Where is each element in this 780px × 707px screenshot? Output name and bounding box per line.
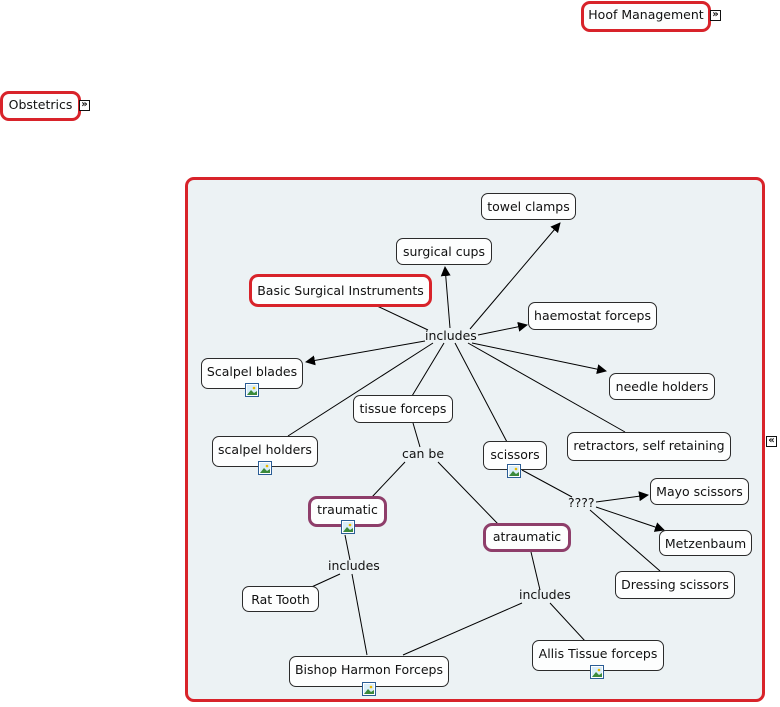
link-tissue-canbe [412, 422, 421, 448]
node-label: scalpel holders [218, 442, 312, 457]
linkword-includes-atraumatic: includes [519, 587, 571, 602]
node-label: Obstetrics [8, 97, 73, 112]
node-label: atraumatic [492, 529, 562, 544]
link-includes-bishop-right [402, 602, 523, 656]
link-includes-haemostat [477, 321, 528, 336]
node-label: haemostat forceps [534, 308, 651, 323]
node-atraumatic[interactable]: atraumatic [483, 523, 571, 552]
link-includes-cups [440, 266, 451, 329]
linkword-question: ???? [568, 495, 595, 510]
linkword-includes-main: includes [425, 328, 477, 343]
node-label: Rat Tooth [251, 592, 310, 607]
node-label: towel clamps [487, 199, 570, 214]
node-label: Allis Tissue forceps [538, 646, 658, 661]
link-includes-tissue [411, 342, 445, 397]
link-basic-includes [374, 304, 429, 331]
image-attachment-icon[interactable] [341, 520, 355, 534]
expand-hoof-icon[interactable]: » [710, 10, 721, 21]
link-includes-allis [549, 602, 586, 642]
node-label: needle holders [615, 379, 709, 394]
node-label: traumatic [317, 502, 378, 517]
link-question-dressing [589, 509, 661, 572]
link-canbe-traumatic [371, 461, 406, 498]
node-towel-clamps[interactable]: towel clamps [481, 193, 576, 220]
node-surgical-cups[interactable]: surgical cups [396, 238, 492, 265]
node-hoof-management[interactable]: Hoof Management [581, 1, 711, 32]
node-haemostat-forceps[interactable]: haemostat forceps [528, 302, 657, 330]
node-dressing-scissors[interactable]: Dressing scissors [615, 571, 735, 599]
image-attachment-icon[interactable] [258, 461, 272, 475]
node-label: Metzenbaum [664, 536, 747, 551]
image-attachment-icon[interactable] [362, 682, 376, 696]
node-label: tissue forceps [359, 401, 447, 416]
node-metzenbaum[interactable]: Metzenbaum [659, 530, 752, 556]
node-label: Scalpel blades [206, 364, 298, 379]
image-attachment-icon[interactable] [245, 383, 259, 397]
image-attachment-icon[interactable] [507, 464, 521, 478]
link-includes-retractors [467, 342, 626, 433]
link-includes-scalpel-blades [305, 340, 426, 366]
link-question-metzenbaum [595, 506, 665, 532]
link-includes-towel [469, 222, 561, 330]
node-label: Basic Surgical Instruments [257, 283, 424, 298]
node-label: Hoof Management [588, 7, 704, 22]
link-includes-needle [471, 342, 607, 375]
node-scalpel-holders[interactable]: scalpel holders [212, 436, 318, 467]
link-question-mayo [595, 491, 649, 503]
linkword-includes-traumatic: includes [328, 558, 380, 573]
node-tissue-forceps[interactable]: tissue forceps [353, 395, 453, 423]
link-scissors-question [521, 469, 573, 498]
node-basic-surgical-instruments[interactable]: Basic Surgical Instruments [249, 274, 432, 307]
node-label: Bishop Harmon Forceps [294, 662, 443, 677]
link-includes-bishop-left [351, 573, 368, 656]
collapse-group-icon[interactable]: « [766, 436, 777, 447]
node-label: Mayo scissors [656, 484, 743, 499]
node-retractors[interactable]: retractors, self retaining [567, 432, 731, 461]
linkword-can-be: can be [402, 446, 445, 461]
link-includes-scissors [454, 342, 508, 443]
node-label: retractors, self retaining [573, 438, 725, 453]
link-traumatic-includes [344, 534, 351, 561]
node-needle-holders[interactable]: needle holders [609, 373, 715, 400]
node-label: surgical cups [403, 244, 485, 259]
node-mayo-scissors[interactable]: Mayo scissors [650, 478, 749, 505]
link-canbe-atraumatic [437, 461, 499, 525]
link-atraumatic-includes [530, 551, 541, 591]
image-attachment-icon[interactable] [590, 665, 604, 679]
expand-obstetrics-icon[interactable]: » [79, 100, 90, 111]
node-rat-tooth[interactable]: Rat Tooth [242, 586, 319, 612]
node-label: Dressing scissors [621, 577, 729, 592]
link-includes-scalpel-holders [287, 342, 434, 437]
node-obstetrics[interactable]: Obstetrics [0, 91, 81, 121]
node-label: scissors [490, 447, 540, 462]
